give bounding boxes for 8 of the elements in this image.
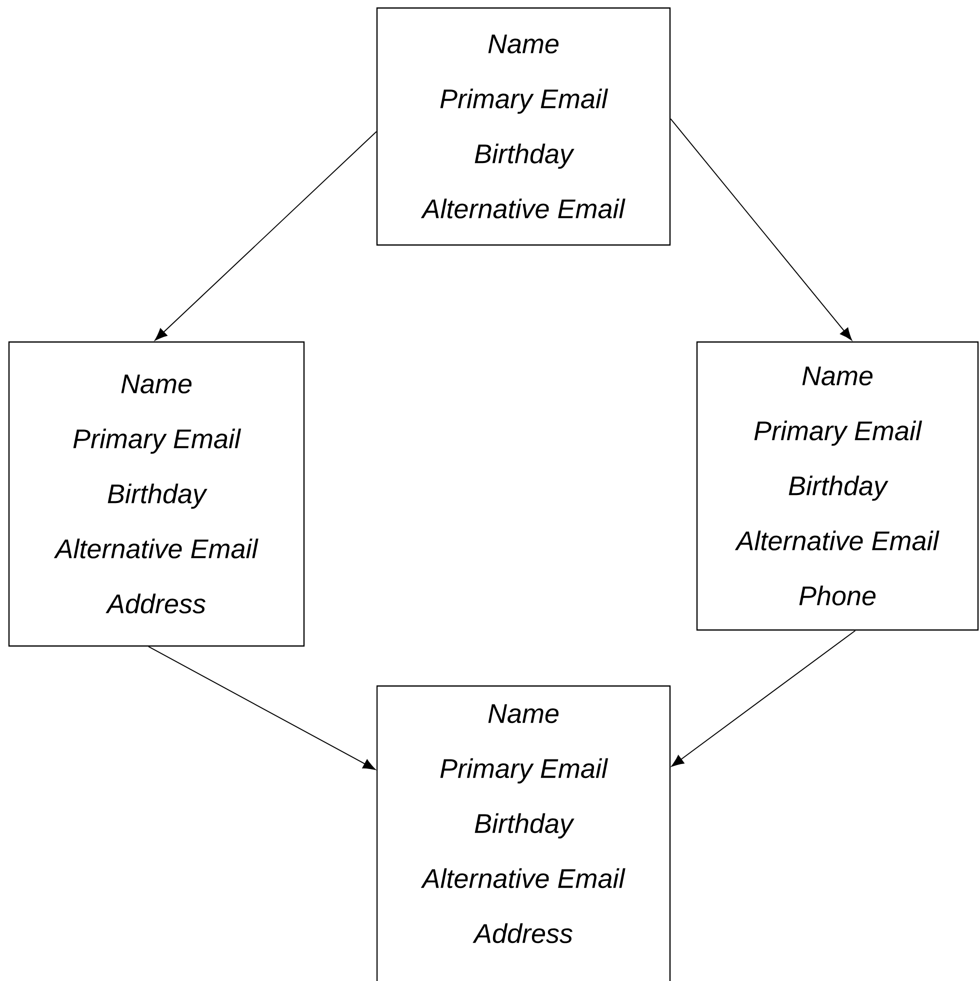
arrow (148, 646, 376, 770)
arrow (671, 630, 856, 767)
arrow (154, 131, 377, 341)
record-box: Name Primary Email Birthday Alternative Email (376, 7, 671, 246)
record-box: Name Primary Email Birthday Alternative Email Address (8, 341, 305, 647)
record-box: Name Primary Email Birthday Alternative Email Address (376, 685, 671, 981)
record-box: Name Primary Email Birthday Alternative Email Phone (696, 341, 979, 631)
arrow (670, 118, 852, 340)
